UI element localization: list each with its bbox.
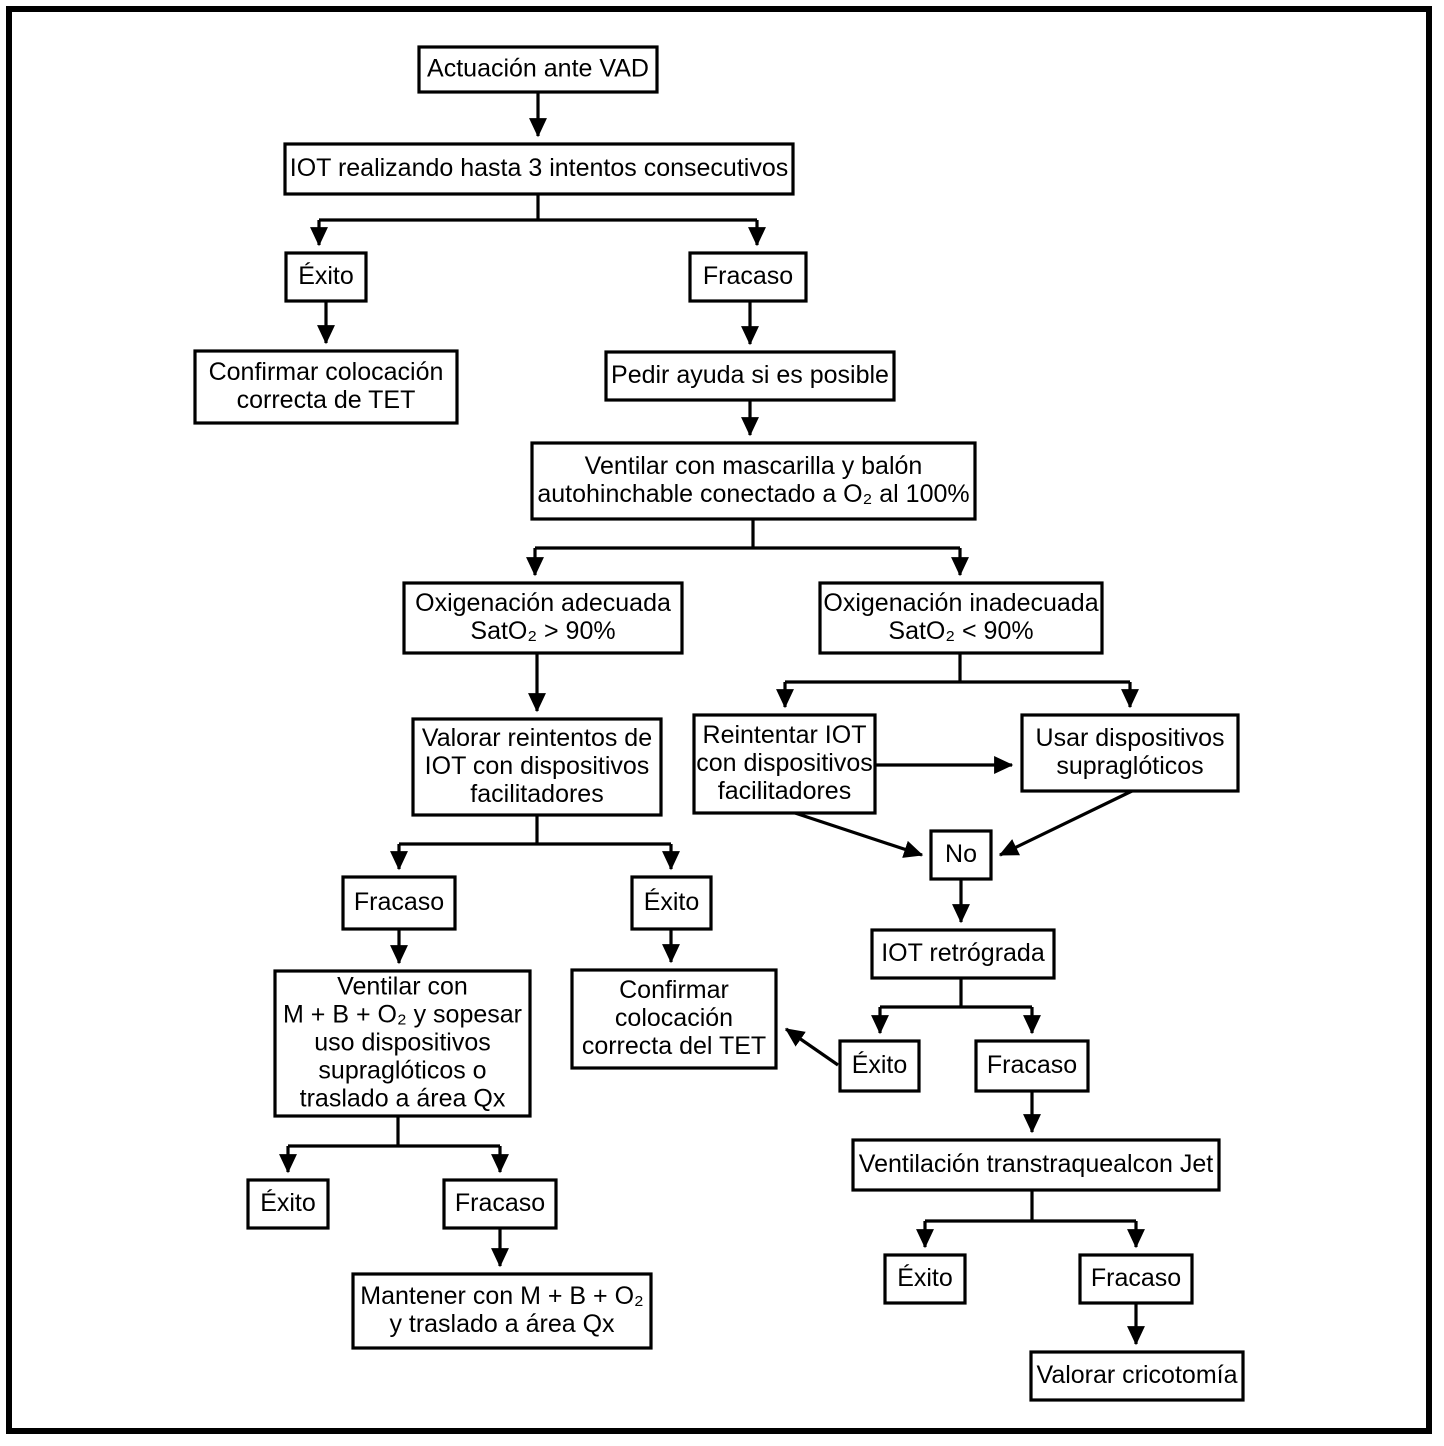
- node-box: [688, 251, 808, 303]
- node-box: [411, 717, 663, 817]
- node-box: [1020, 713, 1240, 793]
- edge-n11-n13: [794, 811, 924, 858]
- node-label: Fracaso: [455, 1189, 545, 1217]
- node-label: Pedir ayuda si es posible: [611, 361, 889, 389]
- node-box: [442, 1178, 558, 1230]
- node-box: [273, 969, 532, 1118]
- node-box: [570, 968, 778, 1070]
- edge-n9-split: [785, 653, 1130, 684]
- node-box: [883, 1253, 967, 1305]
- flow-node-n24[interactable]: Éxito: [883, 1253, 967, 1305]
- flow-node-n23[interactable]: Fracaso: [442, 1178, 558, 1230]
- node-box: [417, 45, 659, 94]
- flow-node-n16[interactable]: IOT retrógrada: [870, 928, 1056, 980]
- flow-node-n15[interactable]: Éxito: [630, 875, 713, 931]
- node-box: [341, 875, 457, 931]
- edge-n7-split: [535, 519, 960, 550]
- node-label: Éxito: [298, 261, 354, 290]
- node-label: Éxito: [644, 887, 700, 916]
- flow-node-n4[interactable]: Fracaso: [688, 251, 808, 303]
- edges-layer: [279, 92, 1145, 1346]
- flow-node-n2[interactable]: IOT realizando hasta 3 intentos consecut…: [283, 142, 795, 196]
- node-label: IOT realizando hasta 3 intentos consecut…: [290, 154, 788, 182]
- node-label: Fracaso: [987, 1051, 1077, 1079]
- node-label: Éxito: [897, 1263, 953, 1292]
- node-box: [284, 251, 368, 303]
- node-box: [818, 581, 1104, 655]
- flow-node-n3[interactable]: Éxito: [284, 251, 368, 303]
- flow-node-n27[interactable]: Valorar cricotomía: [1029, 1350, 1245, 1402]
- flow-node-n6[interactable]: Pedir ayuda si es posible: [604, 350, 896, 402]
- node-box: [692, 713, 877, 815]
- node-box: [838, 1039, 921, 1093]
- flow-node-n22[interactable]: Éxito: [246, 1178, 330, 1230]
- edge-n16-split: [880, 978, 1032, 1009]
- node-label: No: [945, 840, 977, 868]
- edge-n19-n18: [784, 1027, 839, 1067]
- node-label: Fracaso: [703, 262, 793, 290]
- node-box: [283, 142, 795, 196]
- node-label: Actuación ante VAD: [427, 54, 649, 82]
- node-label: Éxito: [260, 1188, 316, 1217]
- node-box: [851, 1138, 1221, 1192]
- node-label: Valorar cricotomía: [1037, 1361, 1238, 1389]
- node-box: [974, 1039, 1090, 1093]
- node-box: [630, 875, 713, 931]
- flow-node-n20[interactable]: Fracaso: [974, 1039, 1090, 1093]
- flow-node-n19[interactable]: Éxito: [838, 1039, 921, 1093]
- edge-n10-split: [399, 815, 671, 846]
- node-box: [929, 829, 993, 881]
- node-box: [530, 441, 977, 521]
- edge-n12-n13: [998, 789, 1133, 857]
- edge-n21-split: [925, 1190, 1136, 1223]
- node-label: IOT retrógrada: [881, 939, 1045, 967]
- edge-n2-split: [319, 194, 757, 222]
- node-box: [1029, 1350, 1245, 1402]
- node-box: [193, 349, 459, 425]
- flow-node-n21[interactable]: Ventilación transtraquealcon Jet: [851, 1138, 1221, 1192]
- nodes-layer: Actuación ante VAD IOT realizando hasta 3…: [193, 45, 1245, 1402]
- node-box: [351, 1272, 653, 1350]
- node-box: [604, 350, 896, 402]
- node-label: Fracaso: [354, 888, 444, 916]
- node-box: [870, 928, 1056, 980]
- node-label: Ventilación transtraquealcon Jet: [859, 1150, 1213, 1178]
- node-label: Éxito: [852, 1050, 908, 1079]
- flow-node-n14[interactable]: Fracaso: [341, 875, 457, 931]
- node-box: [246, 1178, 330, 1230]
- node-box: [1078, 1253, 1194, 1305]
- edge-n17-split: [288, 1116, 500, 1148]
- node-box: [402, 581, 684, 655]
- node-label: Fracaso: [1091, 1264, 1181, 1292]
- flow-node-n25[interactable]: Fracaso: [1078, 1253, 1194, 1305]
- flow-node-n13[interactable]: No: [929, 829, 993, 881]
- flow-node-n1[interactable]: Actuación ante VAD: [417, 45, 659, 94]
